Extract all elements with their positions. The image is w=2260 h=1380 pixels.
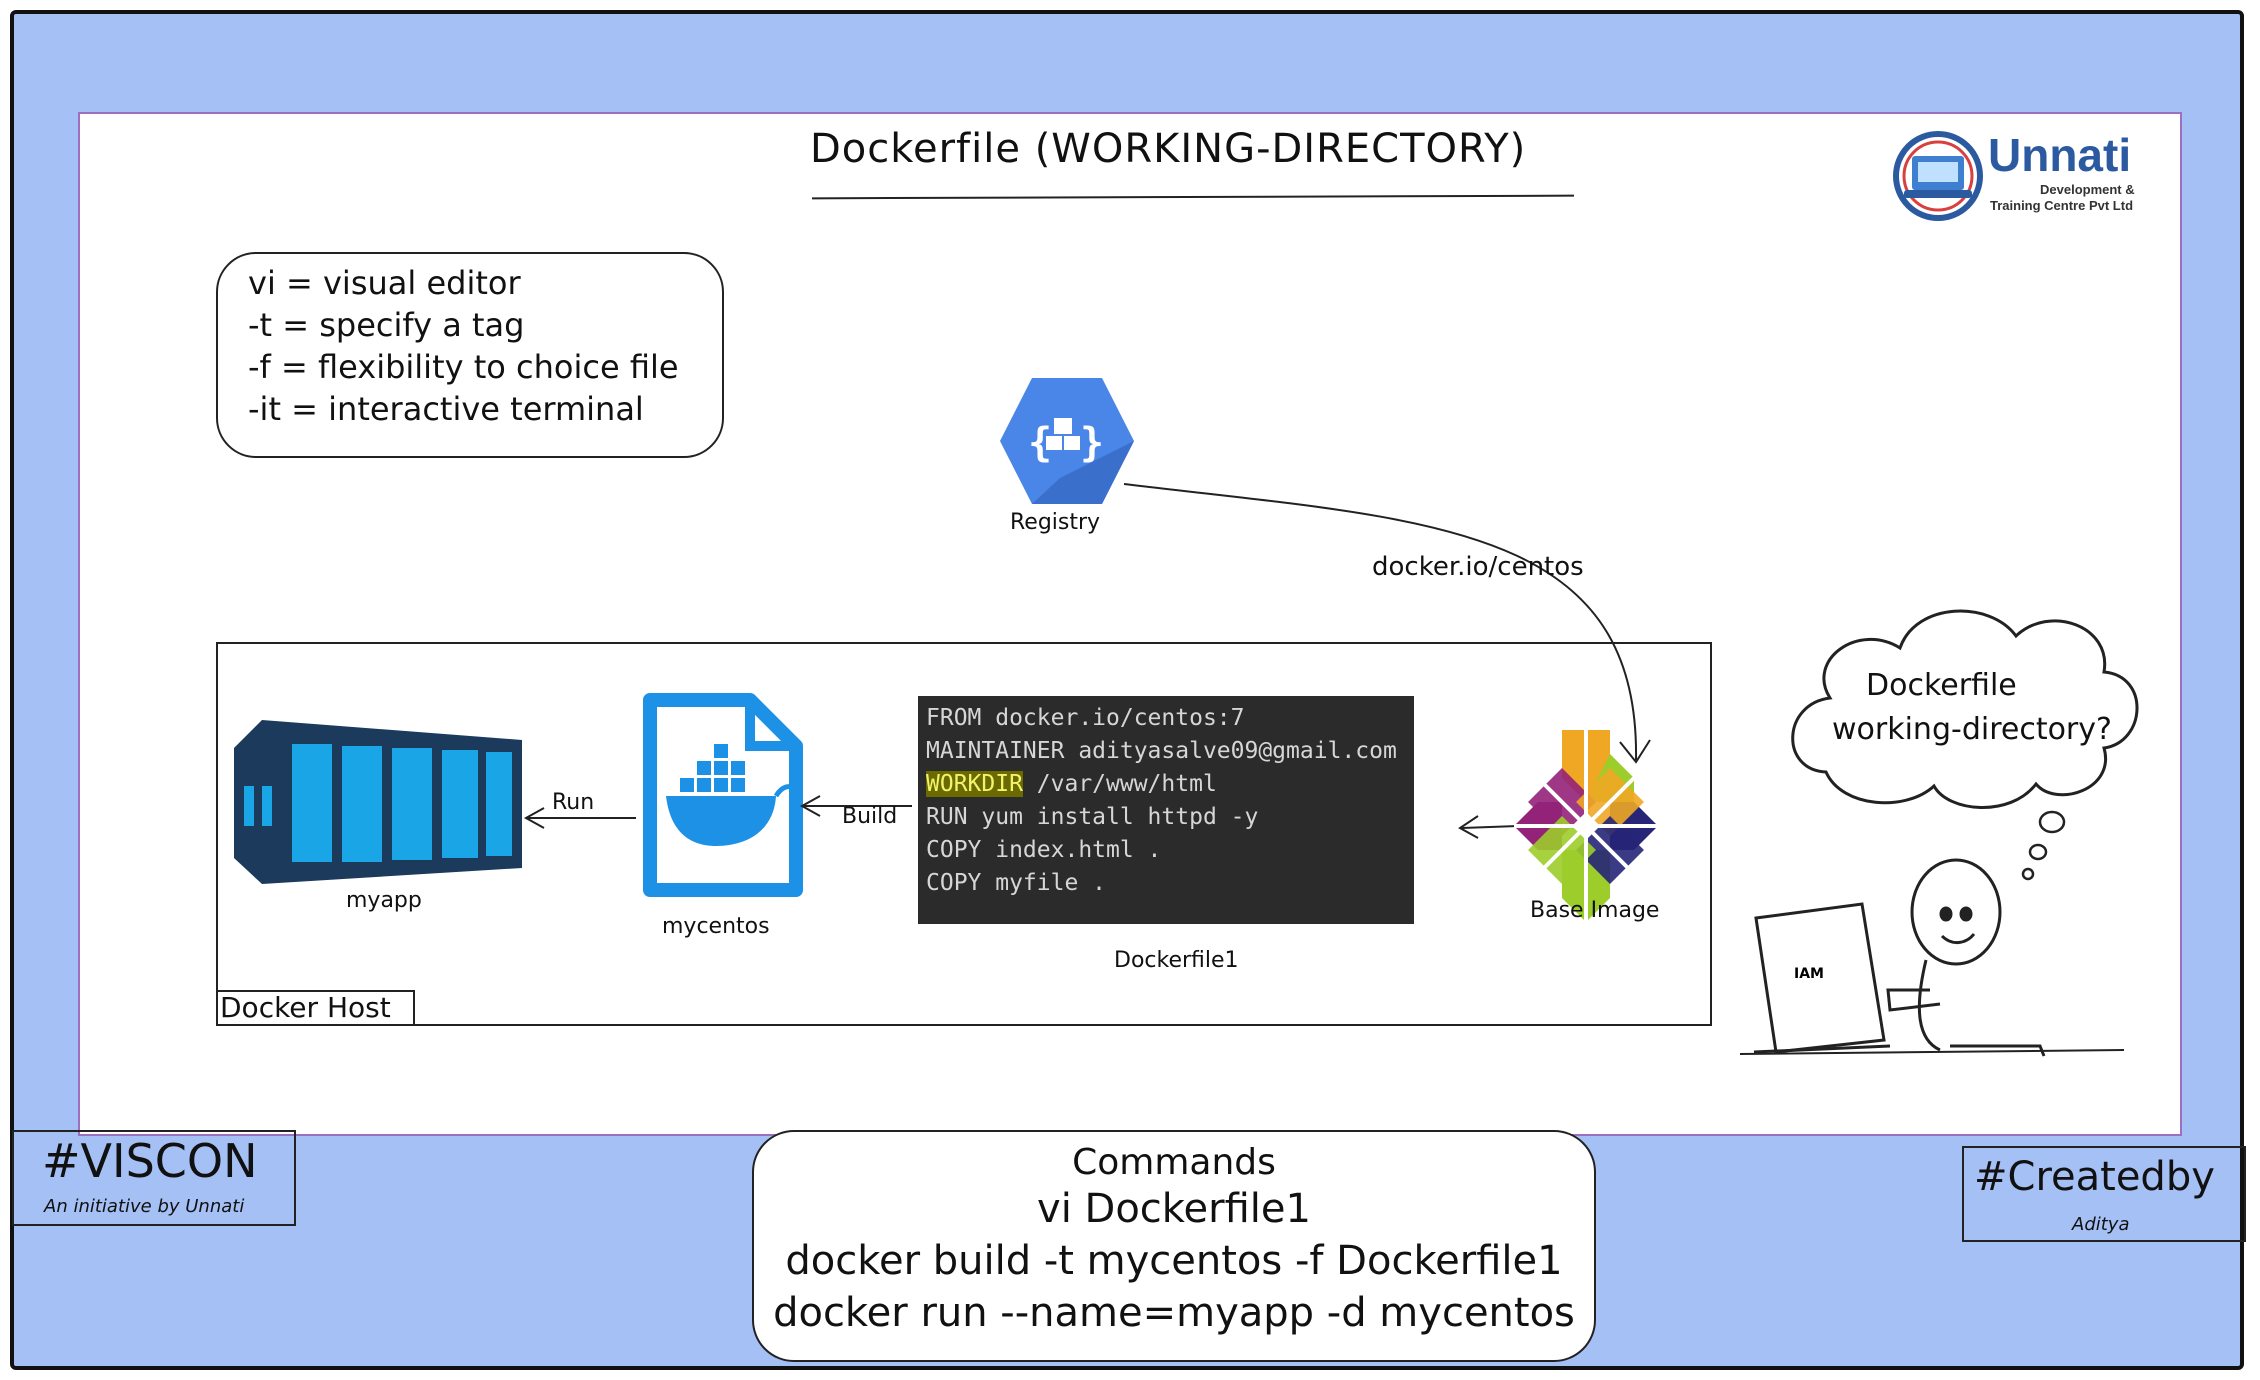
- container-label: myapp: [346, 888, 422, 913]
- stick-figure-laptop: [1739, 858, 2125, 1057]
- commands-box: Commands vi Dockerfile1 docker build -t …: [752, 1130, 1596, 1362]
- thought-line-1: Dockerfile: [1866, 668, 2017, 703]
- docker-image-icon: [643, 693, 803, 897]
- code-line-run: RUN yum install httpd -y: [926, 804, 1259, 830]
- docker-host-box: Docker Host: [216, 642, 1712, 1026]
- command-build: docker build -t mycentos -f Dockerfile1: [785, 1238, 1563, 1284]
- docker-host-label: Docker Host: [218, 990, 415, 1024]
- image-label: mycentos: [662, 914, 770, 939]
- code-line-copy-myfile: COPY myfile .: [926, 870, 1107, 896]
- unnati-logo: Unnati Development & Training Centre Pvt…: [1890, 126, 2160, 226]
- viscon-tag: #VISCON: [42, 1134, 258, 1188]
- unnati-logo-icon: [1893, 131, 1983, 221]
- viscon-box: #VISCON An initiative by Unnati: [12, 1130, 296, 1226]
- registry-label: Registry: [1010, 510, 1101, 535]
- logo-subtitle-1: Development &: [2040, 182, 2135, 197]
- legend-item-f: -f = flexibility to choice file: [248, 348, 679, 386]
- page-title: Dockerfile (WORKING-DIRECTORY): [810, 126, 1527, 172]
- legend-item-it: -it = interactive terminal: [248, 390, 644, 428]
- legend-box: vi = visual editor -t = specify a tag -f…: [216, 252, 724, 458]
- legend-item-vi: vi = visual editor: [248, 264, 521, 302]
- workdir-path: /var/www/html: [1022, 771, 1217, 797]
- thought-line-2: working-directory?: [1832, 712, 2112, 747]
- workdir-keyword: WORKDIR: [926, 771, 1023, 797]
- code-line-from: FROM docker.io/centos:7: [926, 705, 1245, 731]
- registry-icon: { }: [1000, 378, 1134, 504]
- build-arrow-label: Build: [842, 804, 898, 829]
- createdby-author: Aditya: [2072, 1214, 2130, 1235]
- dockerfile-label: Dockerfile1: [1114, 948, 1239, 973]
- container-icon: [234, 720, 522, 884]
- command-run: docker run --name=myapp -d mycentos: [773, 1290, 1575, 1336]
- code-line-maintainer: MAINTAINER adityasalve09@gmail.com: [926, 738, 1397, 764]
- createdby-box: #Createdby Aditya: [1962, 1146, 2246, 1242]
- logo-subtitle-2: Training Centre Pvt Ltd: [1990, 198, 2134, 213]
- run-arrow-label: Run: [552, 790, 595, 815]
- legend-item-t: -t = specify a tag: [248, 306, 525, 344]
- commands-title: Commands: [1072, 1142, 1276, 1183]
- logo-name: Unnati: [1988, 129, 2132, 181]
- pull-arrow: [1123, 483, 1638, 761]
- code-line-copy-index: COPY index.html .: [926, 837, 1162, 863]
- registry-arrow-label: docker.io/centos: [1372, 552, 1584, 582]
- createdby-tag: #Createdby: [1974, 1154, 2215, 1200]
- base-image-label: Base Image: [1530, 898, 1660, 923]
- centos-logo-icon: [1514, 730, 1658, 922]
- svg-text:}: }: [1080, 420, 1104, 466]
- thought-cloud: [1791, 609, 2139, 881]
- laptop-text: IAM: [1794, 966, 1824, 982]
- base-image-arrow: [1461, 825, 1519, 829]
- dockerfile-code-block: FROM docker.io/centos:7 MAINTAINER adity…: [918, 696, 1414, 924]
- command-vi: vi Dockerfile1: [1037, 1186, 1311, 1232]
- code-line-workdir: WORKDIR /var/www/html: [926, 768, 1406, 801]
- viscon-subtitle: An initiative by Unnati: [44, 1196, 245, 1217]
